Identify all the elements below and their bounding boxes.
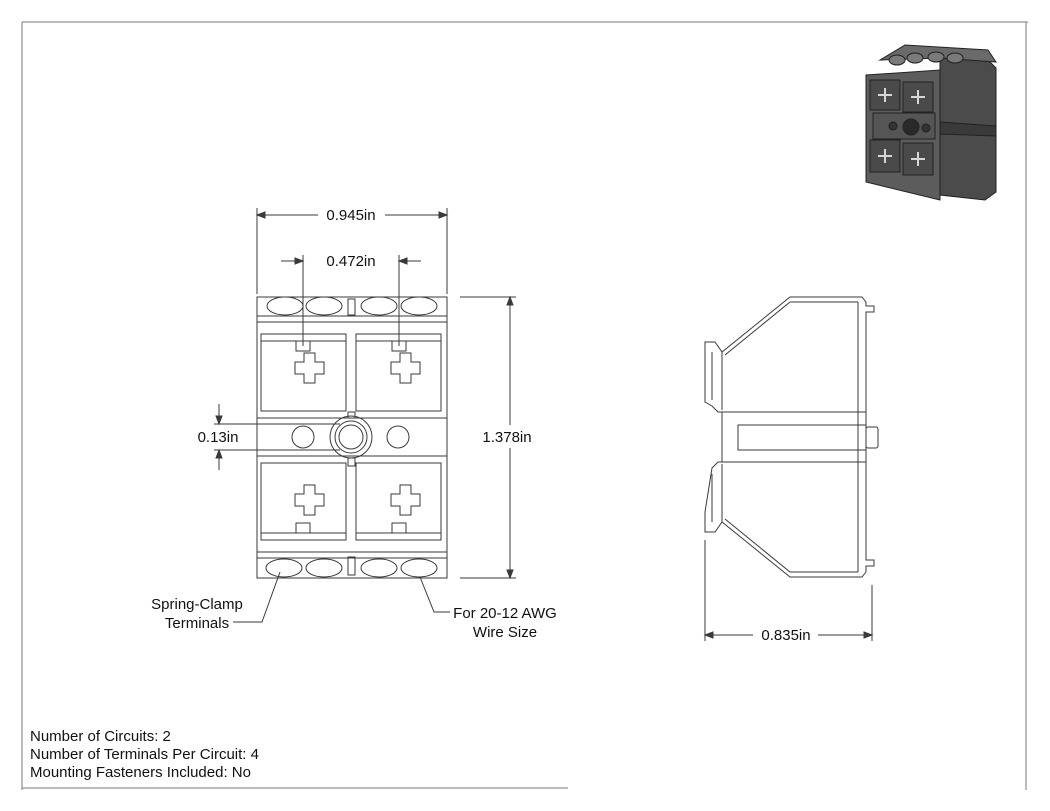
- callout-leaders: [233, 571, 450, 623]
- callout-wire-size: Wire Size: [473, 624, 537, 641]
- overall-width-label: 0.945in: [326, 207, 375, 224]
- dimension-overall-width: [255, 208, 449, 294]
- spec-terminals-label: Number of Terminals Per Circuit:: [30, 746, 247, 763]
- height-label: 1.378in: [482, 429, 531, 446]
- callout-awg: For 20-12 AWG: [453, 605, 557, 622]
- side-view: [704, 296, 879, 578]
- spec-terminals-value: 4: [250, 746, 259, 763]
- spec-circuits: Number of Circuits: 2: [30, 728, 259, 746]
- spec-fasteners-value: No: [231, 764, 251, 781]
- iso-view-image: [865, 44, 997, 201]
- screw-spacing-label: 0.472in: [326, 253, 375, 270]
- spec-fasteners: Mounting Fasteners Included: No: [30, 764, 259, 782]
- dimension-height: [460, 295, 516, 580]
- spec-terminals: Number of Terminals Per Circuit: 4: [30, 746, 259, 764]
- depth-label: 0.835in: [761, 627, 810, 644]
- hole-offset-label: 0.13in: [198, 429, 239, 446]
- callout-spring-clamp: Spring-Clamp: [151, 596, 243, 613]
- front-view: [256, 296, 448, 579]
- specifications: Number of Circuits: 2 Number of Terminal…: [30, 728, 259, 782]
- dimension-screw-spacing: [281, 255, 421, 346]
- iso-screw-crosses: [878, 88, 925, 166]
- callout-terminals: Terminals: [165, 615, 229, 632]
- dimension-depth: [703, 540, 874, 641]
- drawing-border: [21, 21, 1028, 790]
- spec-fasteners-label: Mounting Fasteners Included:: [30, 764, 228, 781]
- spec-circuits-value: 2: [162, 728, 171, 745]
- spec-circuits-label: Number of Circuits:: [30, 728, 159, 745]
- dimension-hole-offset: [214, 404, 340, 470]
